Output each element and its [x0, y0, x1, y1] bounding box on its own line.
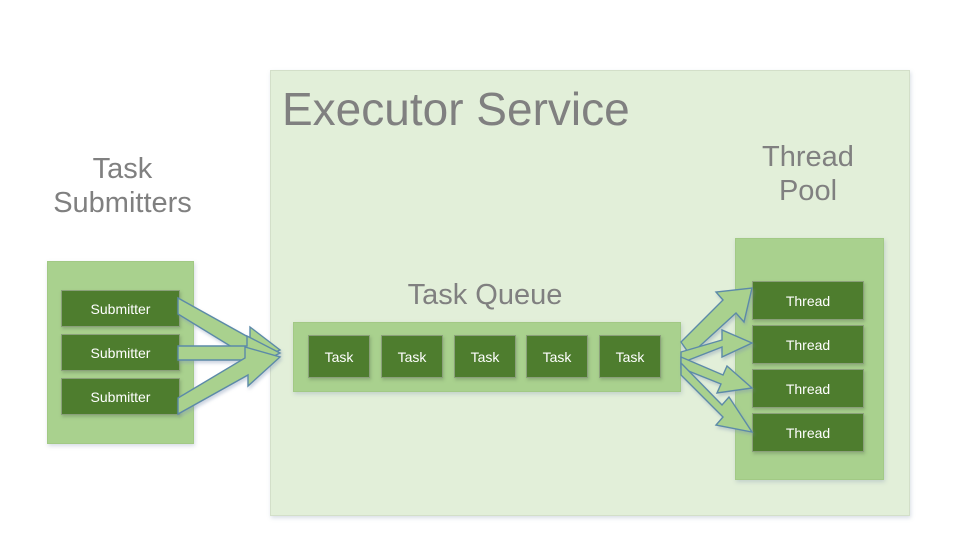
thread-pool-title: Thread Pool [762, 141, 854, 208]
thread-box[interactable]: Thread [752, 281, 864, 320]
submitter-box[interactable]: Submitter [61, 334, 180, 371]
thread-box[interactable]: Thread [752, 369, 864, 408]
task-box[interactable]: Task [308, 335, 370, 378]
task-submitters-title: Task Submitters [53, 153, 192, 220]
submitter-box[interactable]: Submitter [61, 378, 180, 415]
task-box[interactable]: Task [526, 335, 588, 378]
thread-box[interactable]: Thread [752, 325, 864, 364]
executor-service-title: Executor Service [282, 83, 630, 135]
task-box[interactable]: Task [381, 335, 443, 378]
task-box[interactable]: Task [454, 335, 516, 378]
task-box[interactable]: Task [599, 335, 661, 378]
submitter-box[interactable]: Submitter [61, 290, 180, 327]
thread-box[interactable]: Thread [752, 413, 864, 452]
task-queue-title: Task Queue [407, 279, 563, 311]
